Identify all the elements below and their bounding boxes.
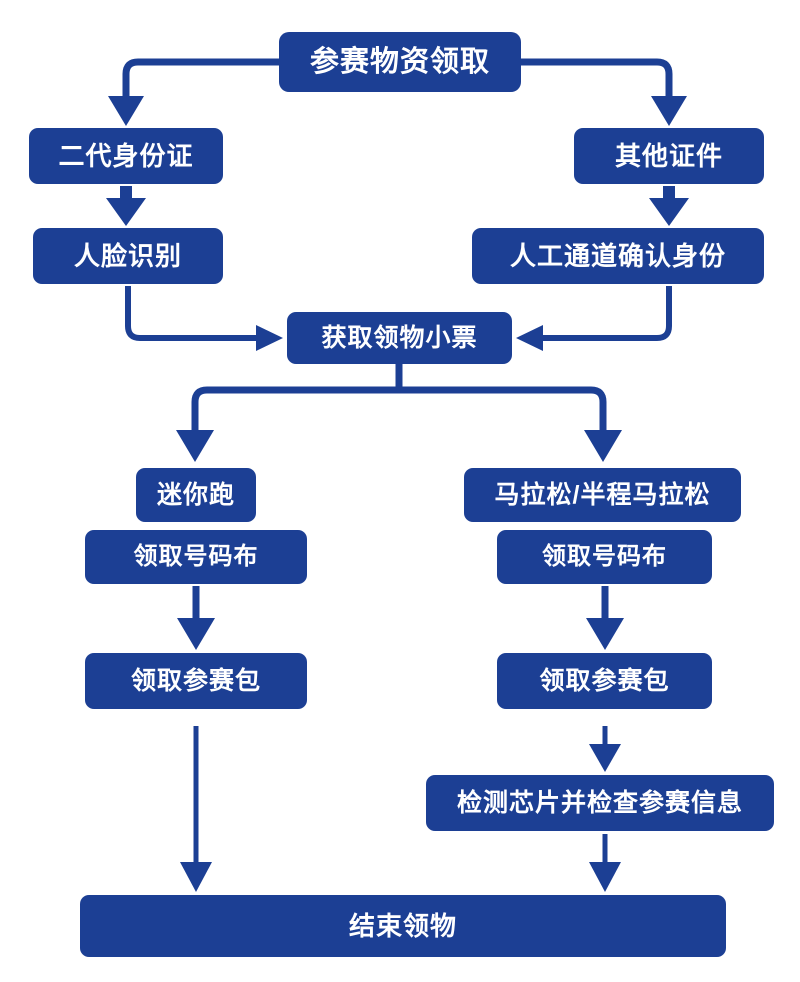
node-chip-check[interactable]: 检测芯片并检查参赛信息 [426, 775, 774, 831]
node-finish-label: 结束领物 [348, 911, 457, 941]
edge-marathon-bib-to-pack [586, 586, 624, 650]
edge-start-to-id-card [108, 58, 279, 126]
node-face-recognition-label: 人脸识别 [73, 241, 182, 271]
node-marathon[interactable]: 马拉松/半程马拉松 [464, 468, 741, 522]
node-manual-channel-label: 人工通道确认身份 [509, 241, 726, 271]
node-id-card[interactable]: 二代身份证 [29, 128, 223, 184]
node-manual-channel[interactable]: 人工通道确认身份 [472, 228, 764, 284]
node-id-card-label: 二代身份证 [58, 141, 194, 171]
edge-id-card-to-face [106, 186, 146, 226]
node-marathon-pack-label: 领取参赛包 [539, 666, 670, 695]
node-other-document-label: 其他证件 [614, 141, 723, 171]
node-mini-run[interactable]: 迷你跑 [136, 468, 256, 522]
edge-chip-to-finish [589, 834, 621, 892]
node-mini-bib-label: 领取号码布 [133, 543, 259, 570]
edge-start-to-other-doc [521, 58, 687, 126]
node-other-document[interactable]: 其他证件 [574, 128, 764, 184]
edge-manual-to-receipt [516, 286, 672, 351]
node-start[interactable]: 参赛物资领取 [279, 32, 521, 92]
node-mini-pack-label: 领取参赛包 [130, 666, 261, 695]
edge-face-to-receipt [125, 286, 283, 351]
node-marathon-bib[interactable]: 领取号码布 [497, 530, 712, 584]
edge-mini-pack-to-finish [180, 726, 212, 892]
node-start-label: 参赛物资领取 [309, 45, 490, 78]
node-get-receipt-label: 获取领物小票 [321, 323, 478, 352]
node-mini-pack[interactable]: 领取参赛包 [85, 653, 307, 709]
node-mini-run-label: 迷你跑 [156, 480, 235, 509]
node-marathon-pack[interactable]: 领取参赛包 [497, 653, 712, 709]
edge-mini-bib-to-pack [177, 586, 215, 650]
edge-marathon-pack-to-chip [589, 726, 621, 772]
node-mini-bib[interactable]: 领取号码布 [85, 530, 307, 584]
node-chip-check-label: 检测芯片并检查参赛信息 [456, 788, 743, 817]
node-marathon-label: 马拉松/半程马拉松 [494, 480, 711, 509]
edge-other-doc-to-manual [649, 186, 689, 226]
node-face-recognition[interactable]: 人脸识别 [33, 228, 223, 284]
node-get-receipt[interactable]: 获取领物小票 [287, 312, 512, 364]
edge-receipt-split [176, 364, 622, 462]
node-marathon-bib-label: 领取号码布 [542, 543, 667, 570]
node-finish[interactable]: 结束领物 [80, 895, 726, 957]
